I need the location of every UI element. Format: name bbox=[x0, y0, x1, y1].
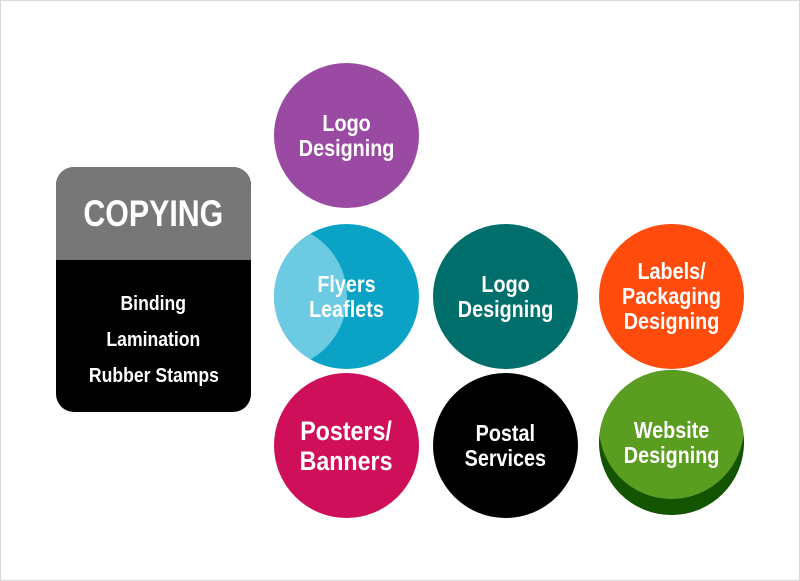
circle-flyers-leaflets: Flyers Leaflets bbox=[274, 224, 419, 369]
circle-label: Posters/ Banners bbox=[300, 415, 393, 476]
circle-logo-designing-purple: Logo Designing bbox=[274, 63, 419, 208]
circle-label: Website Designing bbox=[623, 416, 720, 468]
copying-services-list: Binding Lamination Rubber Stamps bbox=[56, 260, 251, 394]
copying-title: COPYING bbox=[83, 192, 224, 234]
circle-postal-services: Postal Services bbox=[433, 373, 578, 518]
circle-labels-packaging-designing: Labels/ Packaging Designing bbox=[599, 224, 744, 369]
circle-label: Postal Services bbox=[464, 419, 547, 471]
circle-label: Flyers Leaflets bbox=[309, 270, 384, 322]
service-rubber-stamps: Rubber Stamps bbox=[88, 365, 219, 387]
copying-card: COPYING Binding Lamination Rubber Stamps bbox=[56, 167, 251, 412]
service-binding: Binding bbox=[120, 293, 187, 315]
circle-label: Logo Designing bbox=[457, 270, 554, 322]
copying-card-header: COPYING bbox=[56, 167, 251, 260]
circle-label: Logo Designing bbox=[298, 109, 395, 161]
circle-website-designing: Website Designing bbox=[599, 370, 744, 515]
service-lamination: Lamination bbox=[106, 329, 201, 351]
circle-label: Labels/ Packaging Designing bbox=[622, 258, 721, 334]
circle-face bbox=[599, 370, 744, 499]
circle-logo-designing-teal: Logo Designing bbox=[433, 224, 578, 369]
circle-posters-banners: Posters/ Banners bbox=[274, 373, 419, 518]
